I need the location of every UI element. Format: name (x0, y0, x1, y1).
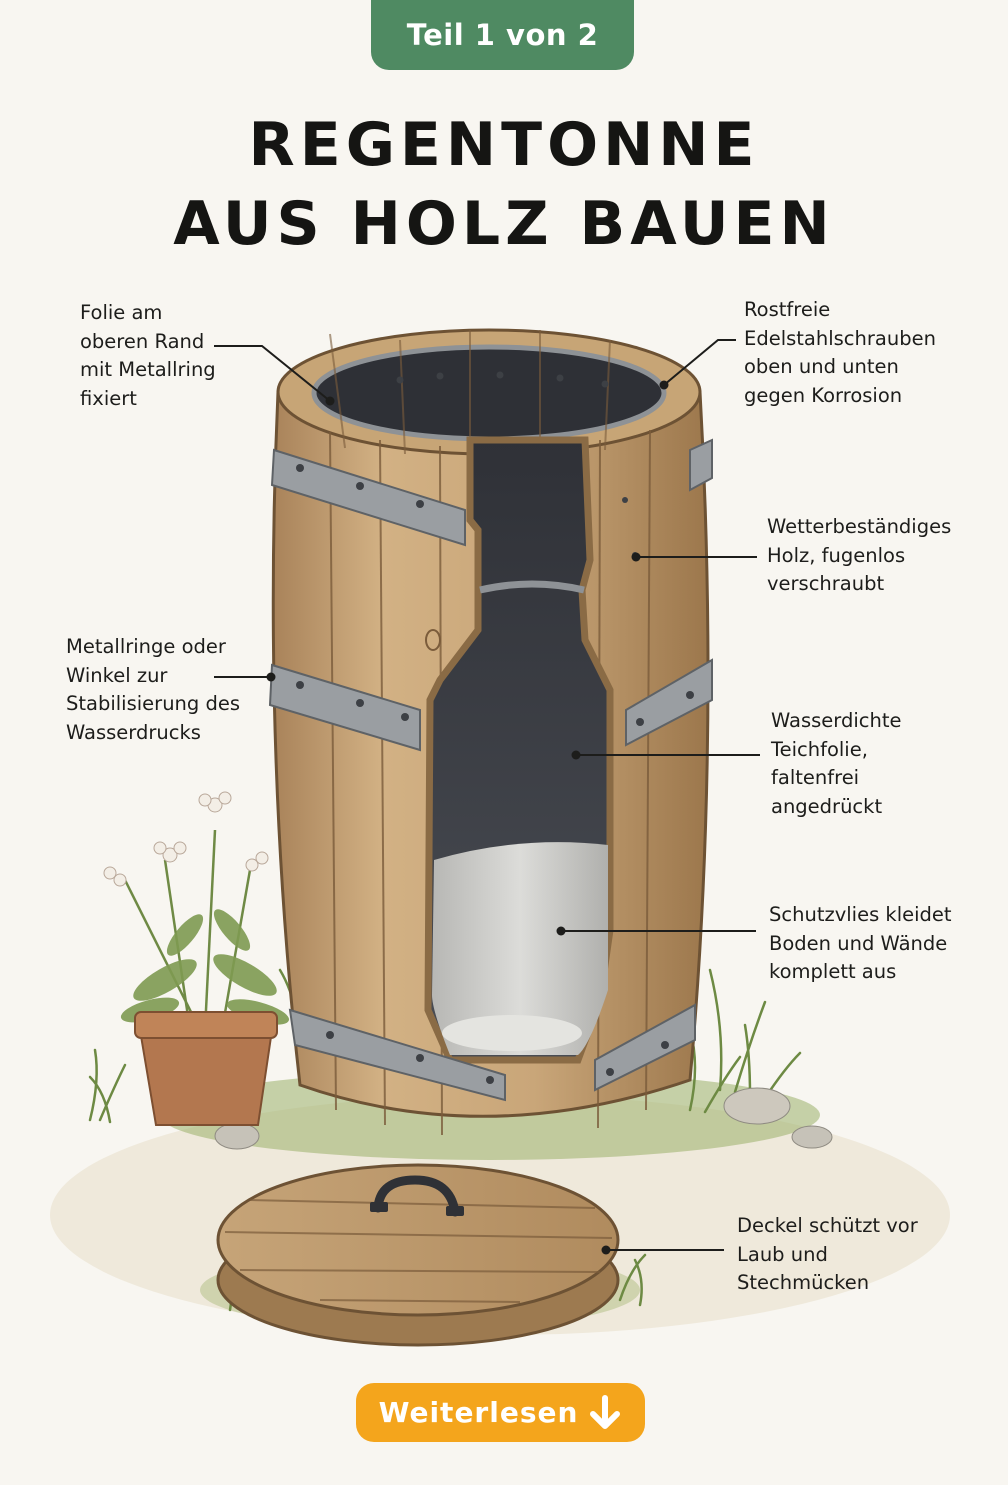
callout-fleece: Schutzvlies kleidet Boden und Wände komp… (769, 901, 952, 987)
callout-line: angedrückt (771, 794, 883, 818)
title-line-1: REGENTONNE (248, 110, 760, 180)
page-title: REGENTONNE AUS HOLZ BAUEN (0, 106, 1008, 264)
part-badge: Teil 1 von 2 (371, 0, 634, 70)
callout-line: oben und unten (744, 355, 899, 378)
part-badge-label: Teil 1 von 2 (406, 18, 599, 52)
arrow-down-icon (590, 1394, 621, 1429)
callout-line: Rostfreie (744, 298, 831, 321)
callout-line: oberen Rand (80, 329, 205, 353)
callout-line: fixiert (80, 386, 137, 410)
callout-line: Winkel zur (66, 663, 168, 687)
callout-line: Deckel schützt vor (737, 1214, 918, 1237)
callout-line: Folie am (80, 301, 163, 324)
stones (214, 1087, 833, 1150)
callout-line: komplett aus (769, 960, 897, 983)
callout-foil-top: Folie am oberen Rand mit Metallring fixi… (80, 299, 216, 413)
callout-line: gegen Korrosion (744, 383, 903, 407)
callout-rings: Metallringe oder Winkel zur Stabilisieru… (66, 633, 240, 747)
callout-line: Metallringe oder (66, 635, 226, 658)
read-more-button[interactable]: Weiterlesen (356, 1383, 645, 1442)
read-more-label: Weiterlesen (378, 1396, 579, 1429)
callout-screws: Rostfreie Edelstahlschrauben oben und un… (744, 296, 936, 410)
barrel (268, 328, 713, 1136)
callout-line: Stechmücken (737, 1271, 870, 1294)
leader-lines (214, 339, 760, 1251)
callout-pond-liner: Wasserdichte Teichfolie, faltenfrei ange… (771, 707, 902, 821)
callout-line: Edelstahlschrauben (744, 326, 936, 350)
callout-line: Wetterbeständiges (767, 515, 952, 538)
callout-line: verschraubt (767, 572, 885, 595)
callout-line: Schutzvlies kleidet (769, 903, 952, 926)
callout-line: mit Metallring (80, 358, 216, 381)
callout-line: Boden und Wände (769, 931, 948, 955)
potted-plant (103, 791, 290, 1126)
callout-line: Wasserdrucks (66, 720, 201, 744)
title-line-2: AUS HOLZ BAUEN (173, 189, 835, 259)
barrel-lid (216, 1163, 620, 1347)
callout-line: Laub und (737, 1242, 828, 1266)
callout-line: Stabilisierung des (66, 692, 241, 715)
callout-line: faltenfrei (771, 766, 860, 789)
callout-line: Wasserdichte (771, 709, 902, 732)
callout-wood: Wetterbeständiges Holz, fugenlos verschr… (767, 513, 951, 599)
leader-dots (266, 380, 669, 1255)
callout-line: Teichfolie, (771, 737, 868, 761)
callout-lid: Deckel schützt vor Laub und Stechmücken (737, 1212, 918, 1298)
callout-line: Holz, fugenlos (767, 543, 906, 567)
